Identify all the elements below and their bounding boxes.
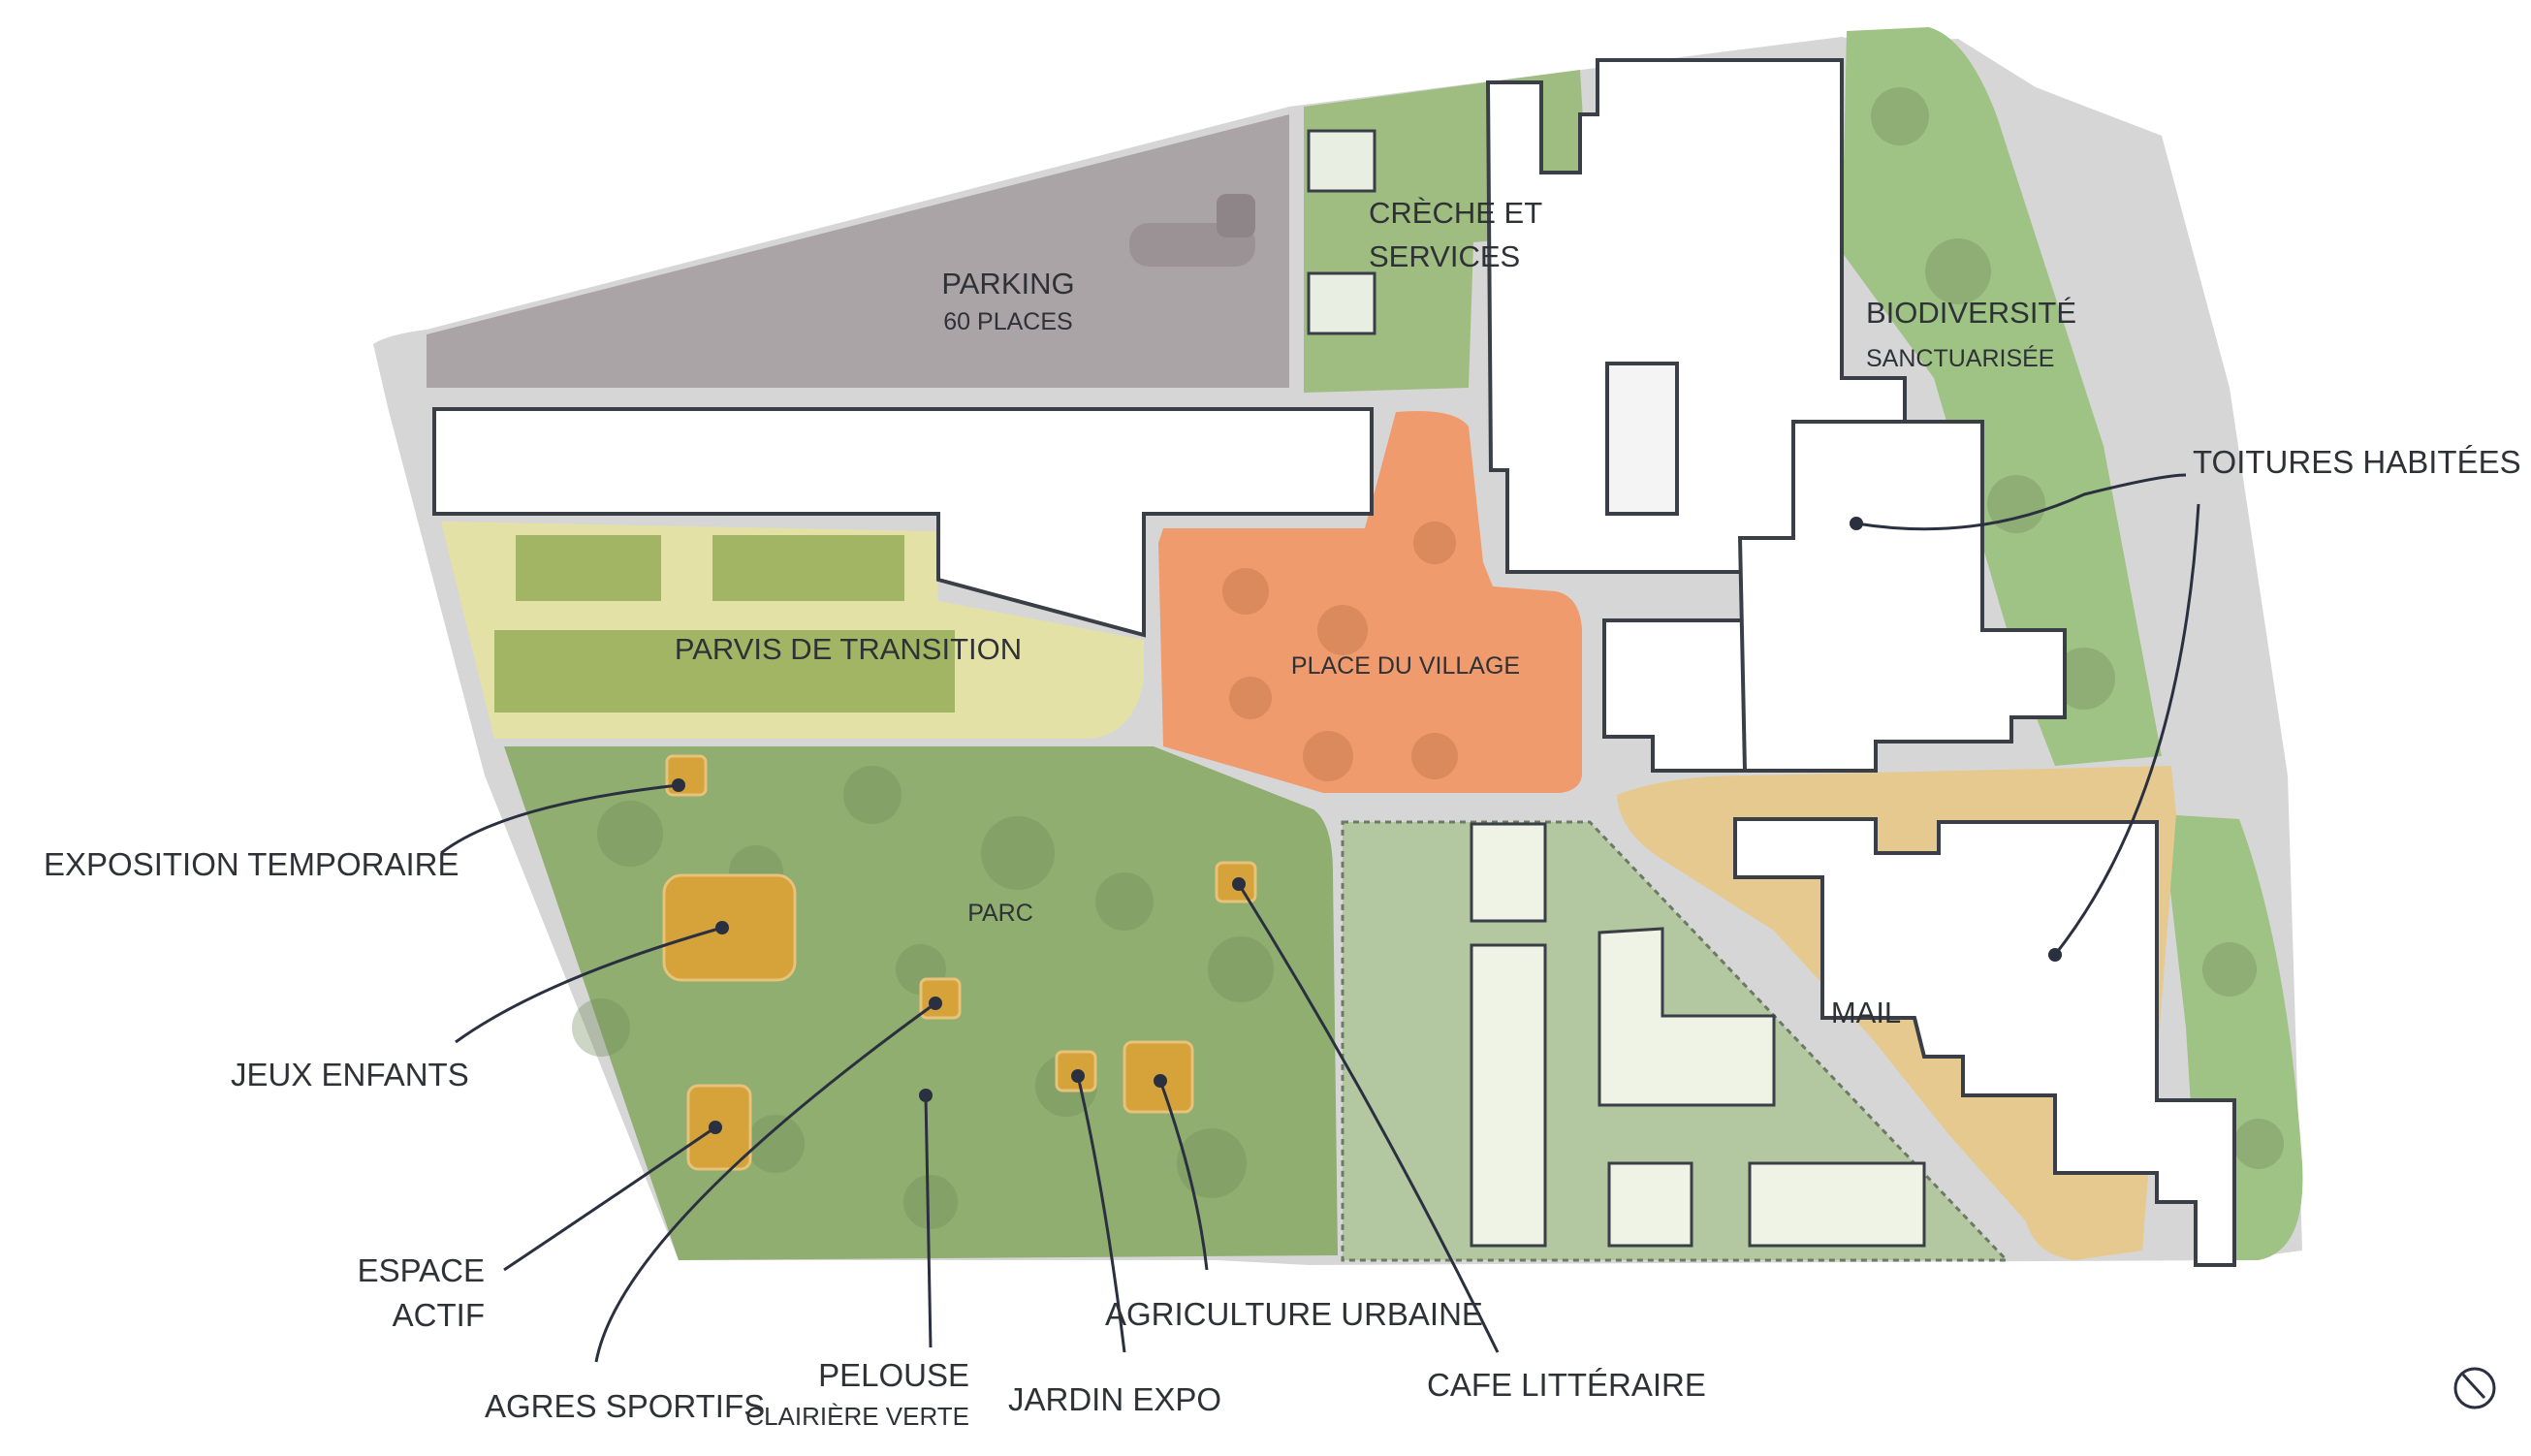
trees-place bbox=[1222, 522, 1458, 781]
callout-espace-actif-2: ACTIF bbox=[393, 1297, 485, 1333]
building-west-bar[interactable] bbox=[432, 407, 1374, 638]
callout-jardin-expo: JARDIN EXPO bbox=[1008, 1381, 1221, 1417]
leader-toitures bbox=[1850, 473, 2200, 962]
leader-agriculture bbox=[1154, 1074, 1209, 1271]
label-place: PLACE DU VILLAGE bbox=[1291, 652, 1520, 680]
parvis-lawn-1 bbox=[516, 535, 661, 601]
building-toitures-east[interactable] bbox=[1737, 420, 2067, 773]
creche-pavilion-1 bbox=[1307, 129, 1376, 193]
label-parvis: PARVIS DE TRANSITION bbox=[675, 632, 1022, 666]
jardin-plot-small[interactable] bbox=[1607, 1161, 1693, 1248]
callout-agres: AGRES SPORTIFS bbox=[485, 1388, 765, 1424]
equip-agres[interactable] bbox=[919, 977, 962, 1020]
leader-jeux bbox=[455, 921, 729, 1044]
label-creche-2: SERVICES bbox=[1369, 239, 1520, 273]
jardin-plot-wide[interactable] bbox=[1748, 1161, 1926, 1248]
label-parking-sub: 60 PLACES bbox=[943, 308, 1072, 335]
callout-exposition: EXPOSITION TEMPORAIRE bbox=[44, 846, 459, 882]
jardin-plot-l[interactable] bbox=[1598, 927, 1776, 1107]
cafe-building[interactable] bbox=[1470, 822, 1547, 923]
label-parc: PARC bbox=[967, 900, 1033, 927]
label-parking: PARKING bbox=[941, 267, 1074, 301]
trees-biodiversite bbox=[1871, 87, 2284, 1169]
leader-pelouse bbox=[919, 1089, 933, 1348]
leader-cafe bbox=[1232, 877, 1500, 1353]
building-core-grey[interactable] bbox=[1605, 362, 1679, 516]
parvis-lawn-3 bbox=[494, 630, 955, 712]
label-mail: MAIL bbox=[1831, 996, 1901, 1029]
zone-parking bbox=[427, 114, 1289, 388]
leader-espace-actif bbox=[503, 1121, 722, 1272]
label-creche-1: CRÈCHE ET bbox=[1369, 196, 1542, 230]
zone-biodiversite bbox=[1842, 27, 2162, 766]
equip-jeux-enfants[interactable] bbox=[662, 873, 797, 982]
leader-jardin-expo bbox=[1071, 1069, 1126, 1353]
callout-cafe: CAFE LITTÉRAIRE bbox=[1427, 1367, 1706, 1403]
callout-jeux: JEUX ENFANTS bbox=[231, 1057, 469, 1092]
north-arrow-icon bbox=[2453, 1367, 2496, 1409]
equip-exposition[interactable] bbox=[665, 754, 708, 797]
label-biodiversite: BIODIVERSITÉ bbox=[1866, 296, 2076, 330]
parvis-lawn-2 bbox=[712, 535, 904, 601]
building-mail-east[interactable] bbox=[1733, 817, 2236, 1267]
callout-agriculture: AGRICULTURE URBAINE bbox=[1105, 1296, 1483, 1332]
leader-exposition bbox=[440, 778, 685, 855]
creche-pavilion-2 bbox=[1307, 271, 1376, 335]
callout-espace-actif-1: ESPACE bbox=[358, 1252, 485, 1288]
parking-building-mark bbox=[1217, 194, 1255, 237]
leader-agres bbox=[594, 997, 942, 1363]
callout-pelouse-sub: CLAIRIÈRE VERTE bbox=[745, 1402, 969, 1431]
callout-pelouse: PELOUSE bbox=[818, 1357, 969, 1393]
jardin-plot-tall[interactable] bbox=[1470, 943, 1547, 1248]
callout-toitures: TOITURES HABITÉES bbox=[2193, 444, 2521, 480]
label-biodiversite-sub: SANCTUARISÉE bbox=[1866, 344, 2054, 372]
